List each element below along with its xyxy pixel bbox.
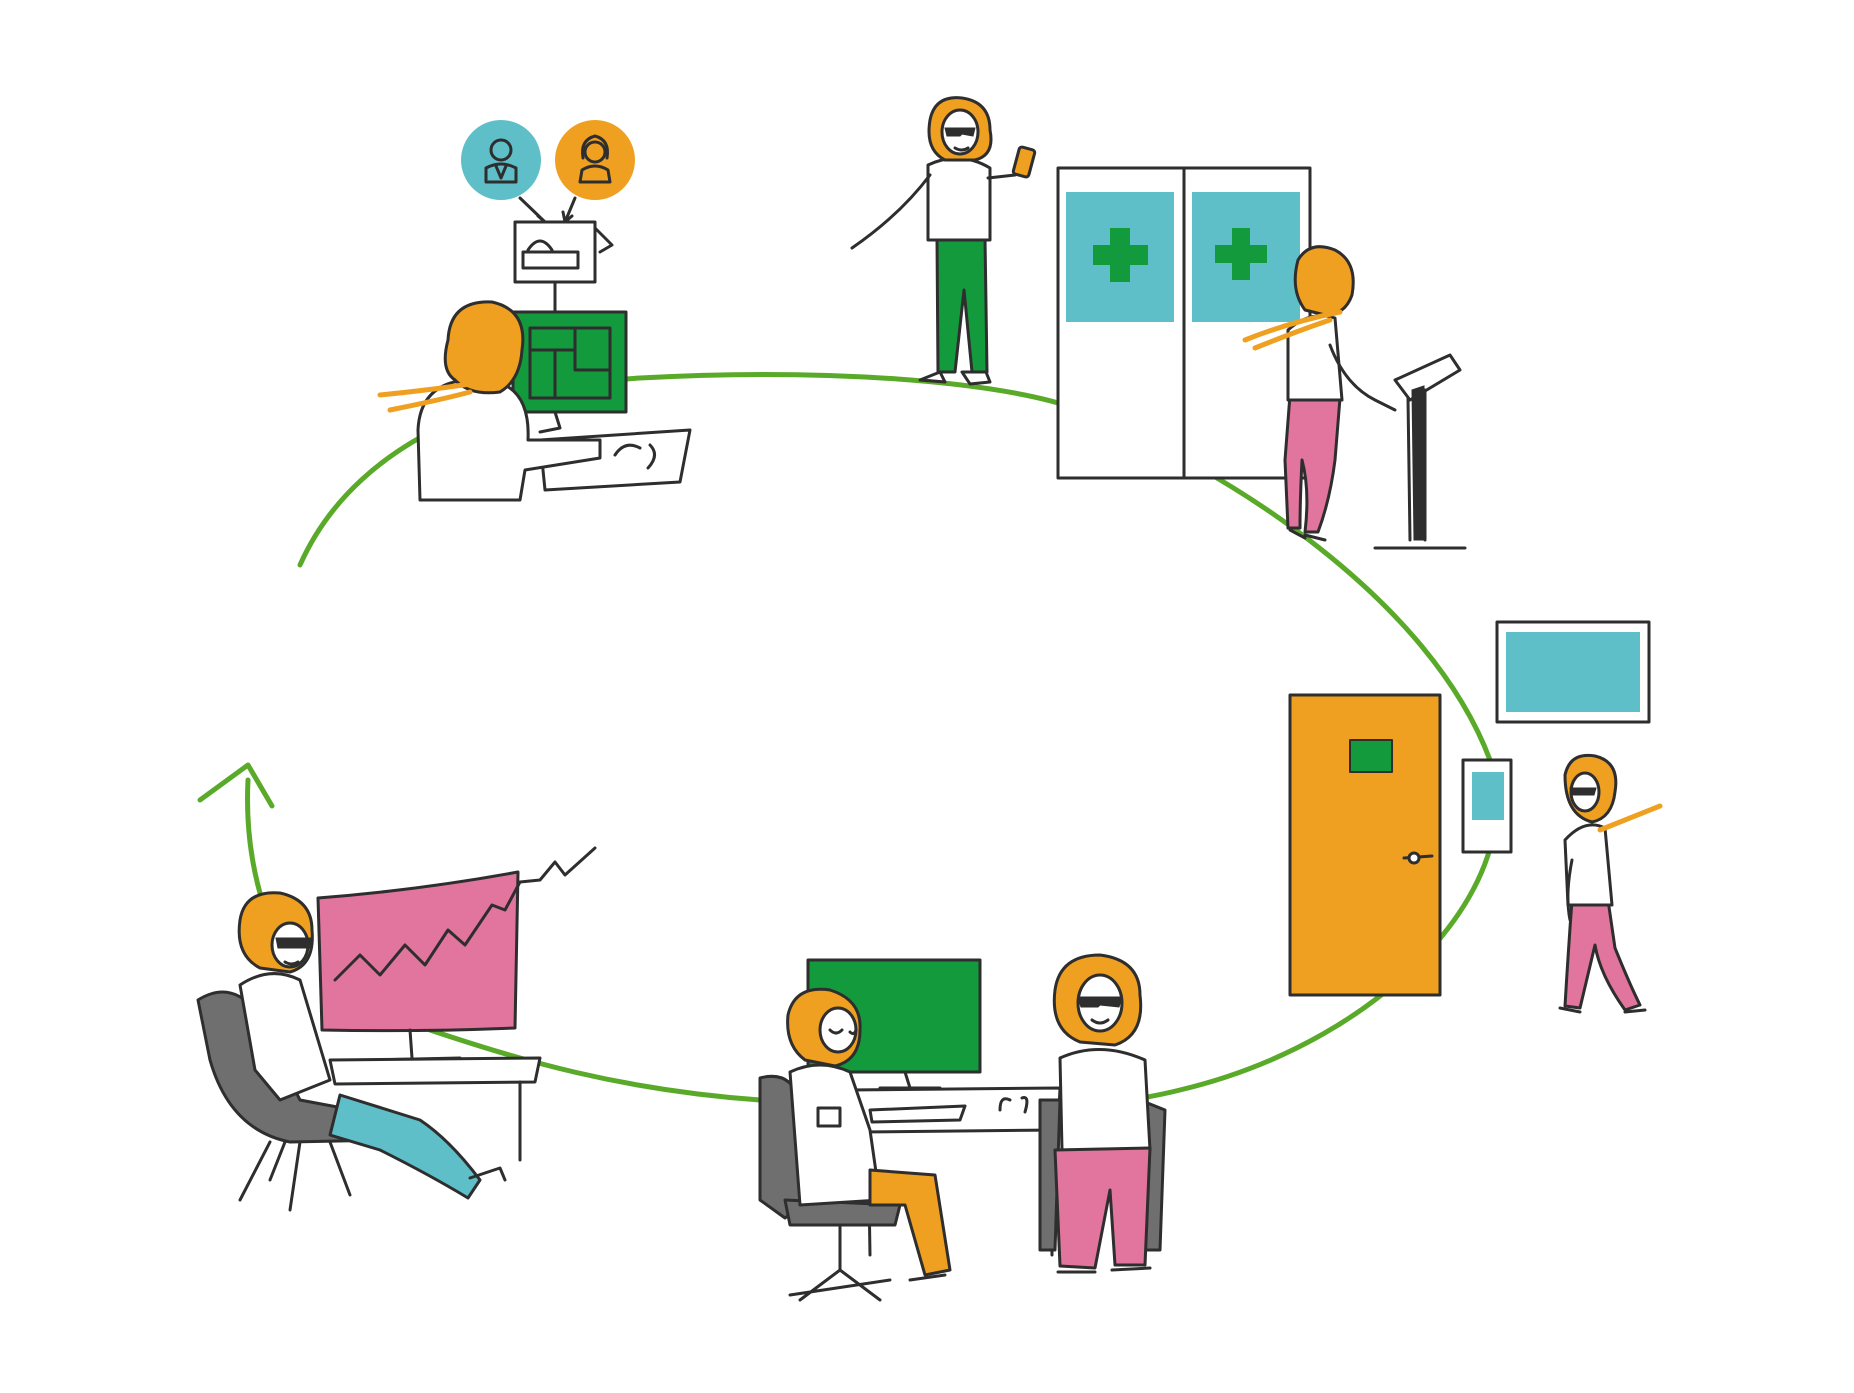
scene-online-booking	[377, 120, 692, 502]
scene-consultation	[758, 953, 1167, 1302]
journey-loop-tail	[245, 777, 265, 903]
patient-avatar-icon	[555, 120, 635, 200]
scene-check-in-kiosk	[1056, 166, 1467, 550]
loop-arrowhead-icon	[197, 762, 275, 809]
smartphone-icon	[1011, 145, 1037, 179]
scene-follow-up-analytics	[196, 846, 597, 1212]
analytics-desk	[328, 1056, 542, 1086]
green-cross-icon	[1093, 228, 1267, 282]
rising-trend-icon	[333, 846, 597, 982]
analytics-monitor-icon	[316, 870, 520, 1033]
kiosk-icon	[1393, 353, 1462, 402]
scene-waiting-room-door	[1288, 620, 1663, 1014]
scene-arrival-with-phone	[850, 96, 1037, 386]
